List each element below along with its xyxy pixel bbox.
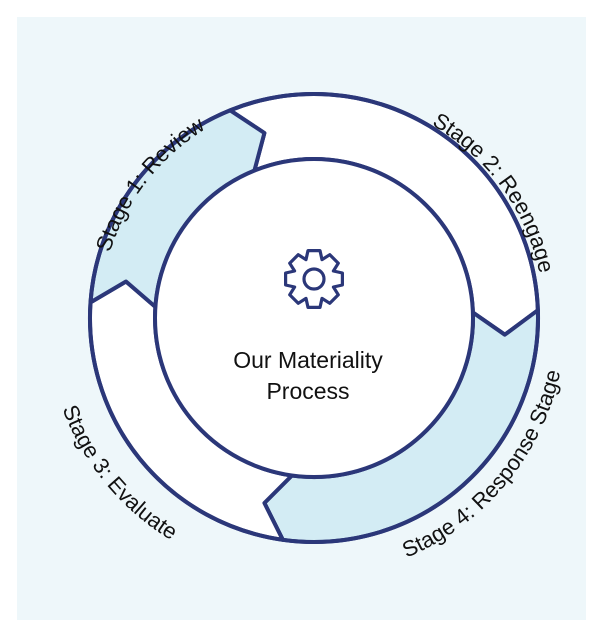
gear-icon (284, 249, 344, 309)
center-title: Our Materiality Process (208, 345, 408, 407)
outer-ring (88, 92, 540, 544)
center-title-line-1: Our Materiality (233, 347, 383, 373)
center-title-line-2: Process (266, 378, 350, 404)
inner-circle (153, 157, 475, 479)
